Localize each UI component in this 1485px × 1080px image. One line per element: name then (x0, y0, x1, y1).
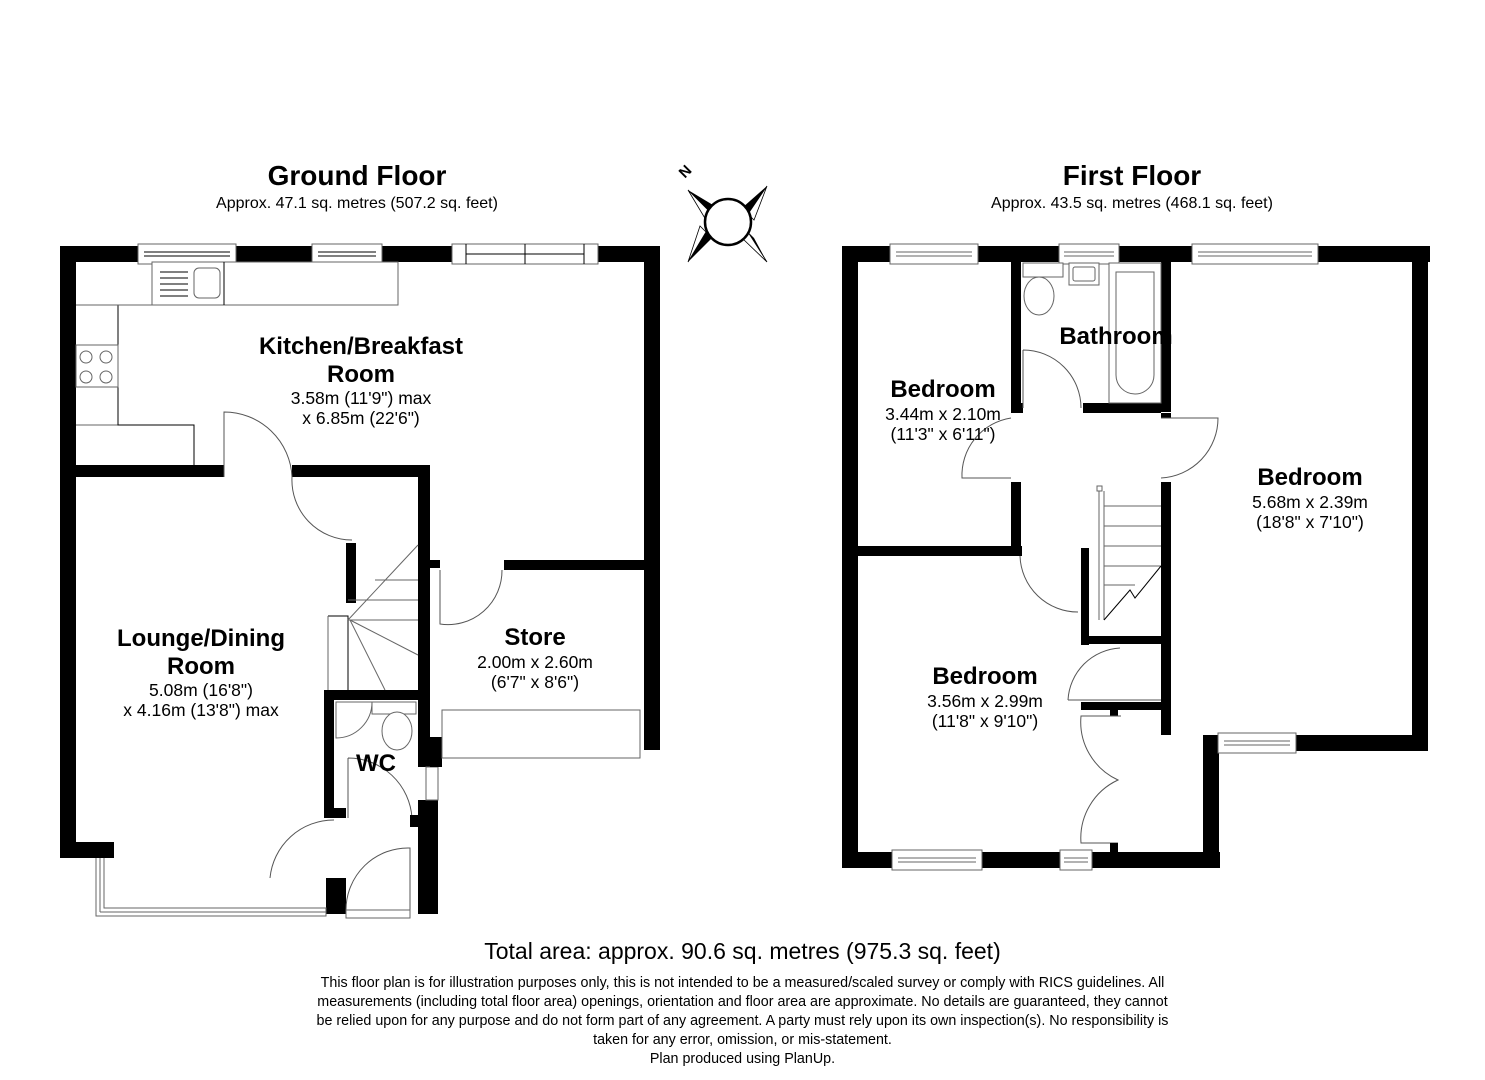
ground-floor-title: Ground Floor (267, 160, 447, 191)
room-dimensions: x 6.85m (22'6") (302, 408, 420, 429)
window (137, 243, 237, 265)
room-name: Kitchen/Breakfast (258, 333, 464, 360)
kitchen-worktop (76, 261, 399, 465)
toilet-icon (1022, 262, 1064, 316)
window (425, 766, 439, 801)
disclaimer: This floor plan is for illustration purp… (255, 974, 1230, 1069)
room-bedroom-2: Bedroom 5.68m x 2.39m (18'8" x 7'10") (1225, 464, 1395, 532)
room-name: Lounge/Dining (117, 625, 285, 652)
room-name: Bedroom (890, 376, 996, 403)
patio-door (451, 243, 599, 265)
garage-door (441, 709, 641, 759)
first-floor-area: Approx. 43.5 sq. metres (468.1 sq. feet) (991, 195, 1273, 212)
staircase (1096, 485, 1162, 621)
room-dimensions: (18'8" x 7'10") (1256, 511, 1364, 532)
disclaimer-line: be relied upon for any purpose and do no… (316, 1013, 1169, 1029)
front-door-threshold (345, 909, 411, 919)
disclaimer-line: This floor plan is for illustration purp… (320, 975, 1165, 991)
room-dimensions: 2.00m x 2.60m (477, 651, 593, 672)
disclaimer-line: taken for any error, omission, or mis-st… (593, 1032, 892, 1048)
sink-icon (160, 267, 221, 299)
room-dimensions: x 4.16m (13'8") max (123, 700, 279, 721)
window (1217, 732, 1297, 754)
room-dimensions: 3.44m x 2.10m (885, 403, 1001, 424)
room-name: Bedroom (932, 663, 1038, 690)
room-name: Store (504, 624, 566, 651)
room-name: Room (167, 652, 235, 680)
basin-icon (1068, 262, 1100, 286)
hob-icon (75, 344, 119, 388)
room-name: Bedroom (1257, 464, 1363, 491)
room-name: Bathroom (1059, 323, 1173, 350)
ground-floor-plan (60, 243, 660, 919)
room-kitchen-breakfast: Kitchen/Breakfast Room 3.58m (11'9") max… (211, 333, 511, 428)
room-bedroom-3: Bedroom 3.56m x 2.99m (11'8" x 9'10") (900, 663, 1070, 731)
room-bedroom-1: Bedroom 3.44m x 2.10m (11'3" x 6'11") (858, 376, 1028, 444)
room-dimensions: 5.08m (16'8") (149, 680, 253, 701)
disclaimer-line: measurements (including total floor area… (317, 994, 1168, 1010)
bath-icon (1108, 262, 1162, 404)
window (1059, 849, 1093, 871)
ground-floor-area: Approx. 47.1 sq. metres (507.2 sq. feet) (216, 195, 498, 212)
room-name: WC (356, 750, 396, 777)
room-bathroom: Bathroom (1036, 323, 1196, 351)
room-wc: WC (346, 750, 406, 778)
first-floor-plan (842, 243, 1430, 871)
room-dimensions: 3.56m x 2.99m (927, 690, 1043, 711)
room-dimensions: (11'8" x 9'10") (931, 710, 1039, 731)
compass-north-icon: N (676, 162, 768, 263)
room-lounge-dining: Lounge/Dining Room 5.08m (16'8") x 4.16m… (76, 625, 326, 720)
window (1058, 243, 1120, 265)
plan-credit: Plan produced using PlanUp. (649, 1051, 836, 1067)
window (891, 849, 983, 871)
room-name: Room (327, 360, 395, 388)
room-dimensions: 5.68m x 2.39m (1252, 491, 1368, 512)
bay-window (95, 858, 327, 917)
room-dimensions: 3.58m (11'9") max (290, 388, 432, 409)
room-store: Store 2.00m x 2.60m (6'7" x 8'6") (440, 624, 630, 692)
room-dimensions: (11'3" x 6'11") (890, 423, 996, 444)
staircase (327, 544, 419, 691)
toilet-icon (371, 701, 417, 751)
svg-text:N: N (676, 162, 696, 182)
window (889, 243, 979, 265)
total-area: Total area: approx. 90.6 sq. metres (975… (484, 938, 1001, 964)
window (311, 243, 383, 265)
room-dimensions: (6'7" x 8'6") (490, 671, 580, 692)
window (1191, 243, 1319, 265)
first-floor-title: First Floor (1062, 160, 1202, 191)
wc-basin-icon (335, 701, 373, 739)
